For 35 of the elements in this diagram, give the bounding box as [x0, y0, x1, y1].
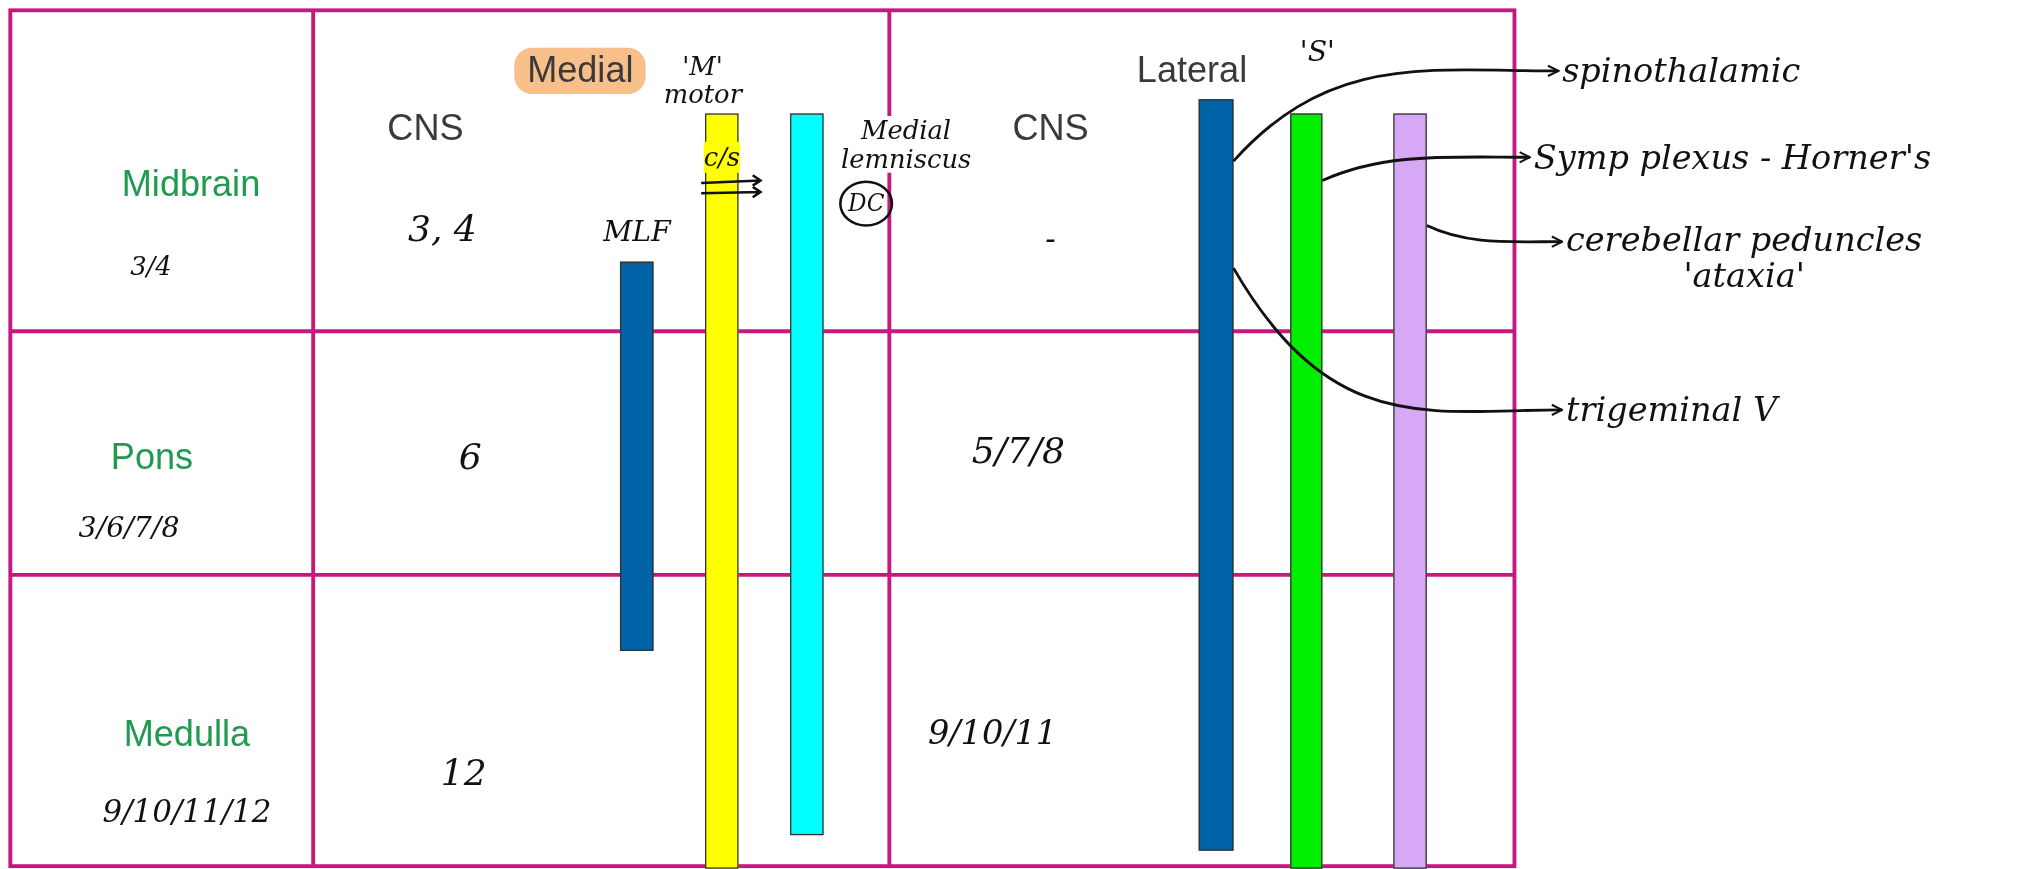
column-heading: CNS — [1012, 110, 1089, 147]
handwritten-note: 'S' — [1299, 36, 1335, 68]
leader-arrow — [1321, 151, 1531, 182]
handwritten-note: 6 — [458, 437, 482, 478]
tract-bar — [1198, 99, 1234, 851]
tract-bar — [619, 261, 654, 651]
handwritten-note: cerebellar peduncles — [1566, 221, 1923, 258]
handwritten-note: 3/6/7/8 — [78, 513, 180, 545]
handwritten-note: 3/4 — [130, 251, 172, 280]
handwritten-note: 5/7/8 — [971, 431, 1066, 471]
handwritten-note: trigeminal V — [1566, 391, 1778, 429]
handwritten-note: MLF — [603, 216, 671, 248]
leader-arrow — [1232, 267, 1564, 417]
tract-bar — [1290, 113, 1323, 869]
column-heading: CNS — [387, 110, 464, 147]
handwritten-note: 'ataxia' — [1682, 257, 1805, 295]
tract-bar — [705, 113, 739, 869]
leader-arrow — [1232, 64, 1560, 163]
handwritten-note: spinothalamic — [1562, 52, 1801, 90]
handwritten-note: 3, 4 — [407, 209, 477, 250]
tract-bar — [790, 113, 824, 836]
tract-bar — [1393, 113, 1427, 869]
handwritten-note: - — [1045, 221, 1056, 256]
handwritten-note: Symp plexus - Horner's — [1533, 138, 1932, 176]
handwritten-note: 12 — [440, 753, 487, 794]
highlighted-heading: Medial — [514, 47, 647, 95]
row-heading: Pons — [110, 439, 194, 476]
handwritten-note: c/s — [703, 141, 741, 173]
handwritten-note: 9/10/11 — [928, 713, 1058, 751]
row-heading: Medulla — [123, 716, 251, 753]
column-heading: Lateral — [1136, 52, 1248, 89]
circled-note: DC — [839, 180, 894, 227]
handwritten-note: 9/10/11/12 — [102, 795, 272, 830]
row-heading: Midbrain — [121, 166, 261, 203]
leader-arrow — [1426, 224, 1564, 248]
